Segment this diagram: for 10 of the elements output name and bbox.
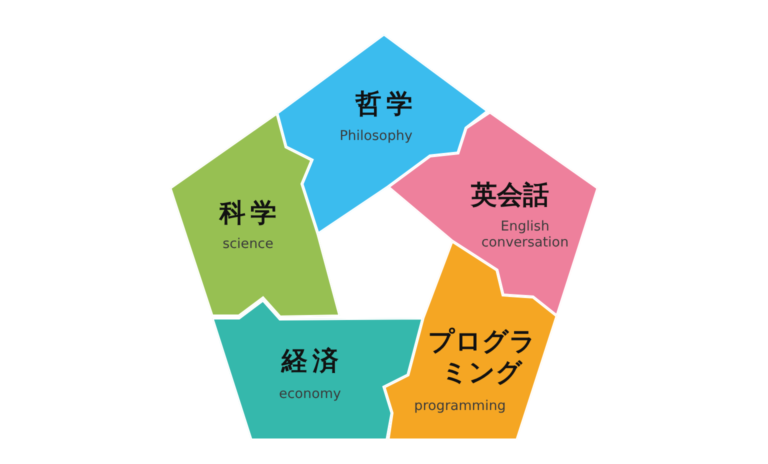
heading: 科学	[218, 198, 282, 230]
subtitle: programming	[414, 399, 506, 415]
heading: 哲学	[354, 89, 418, 121]
subtitle: science	[222, 237, 274, 253]
heading: 英会話	[471, 180, 549, 212]
heading: プログラミング	[427, 326, 537, 390]
subtitle: Philosophy	[340, 129, 412, 145]
heading: 経済	[280, 346, 344, 378]
subtitle: English conversation	[481, 219, 569, 251]
subtitle: economy	[279, 387, 341, 403]
